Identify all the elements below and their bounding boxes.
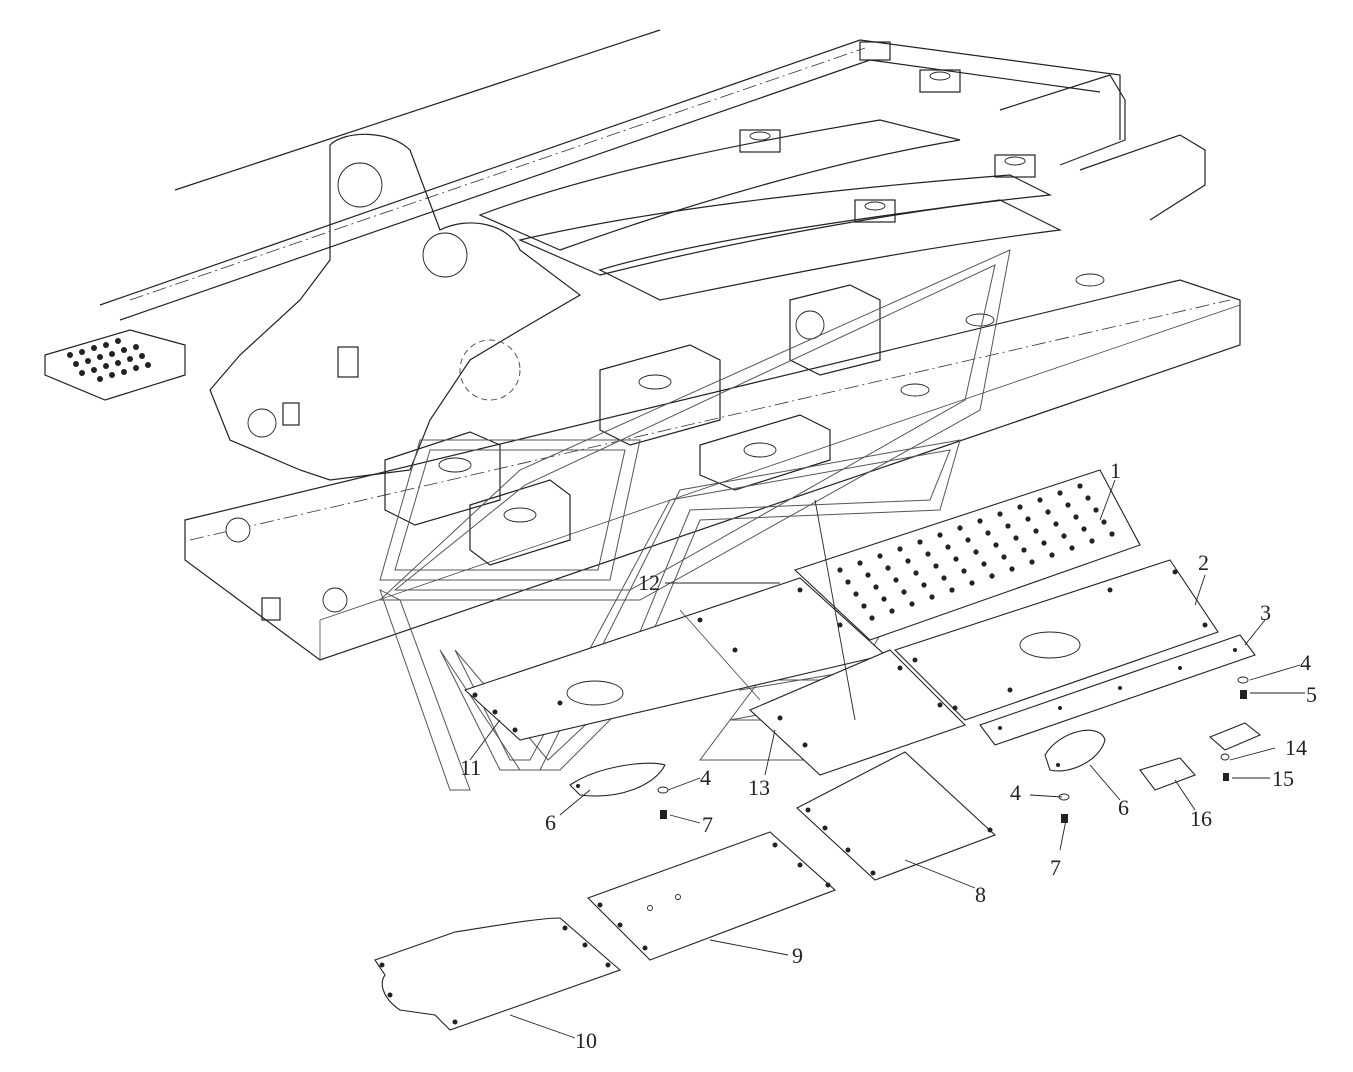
main-frame	[44, 29, 1241, 661]
part-3-strip	[979, 634, 1256, 746]
part-6-oval-cover-right	[1044, 729, 1106, 772]
callout-1: 1	[1110, 458, 1121, 483]
leader-lines	[469, 479, 1305, 1039]
callout-15: 15	[1272, 766, 1294, 791]
part-8-plate	[796, 751, 997, 881]
callout-4-left: 4	[700, 765, 711, 790]
part-10-plate	[374, 917, 622, 1031]
callout-2: 2	[1198, 550, 1209, 575]
part-14-small-plate	[1208, 722, 1262, 751]
callout-4-mid: 4	[1010, 780, 1021, 805]
part-6-oval-cover-left	[569, 762, 666, 797]
part-11-12-large-plate	[463, 577, 887, 741]
callout-9: 9	[792, 943, 803, 968]
callout-13: 13	[748, 775, 770, 800]
part-16-small-plate	[1139, 757, 1196, 791]
part-1-perforated-plate	[793, 469, 1141, 641]
callout-7-left: 7	[702, 812, 713, 837]
callout-16: 16	[1190, 806, 1212, 831]
fasteners	[657, 676, 1249, 823]
part-2-cover-plate	[893, 559, 1219, 721]
part-13-plate	[749, 649, 967, 776]
callout-6-left: 6	[545, 810, 556, 835]
part-9-plate	[586, 831, 837, 961]
callout-4-right: 4	[1300, 650, 1311, 675]
callout-8: 8	[975, 882, 986, 907]
callout-11: 11	[460, 755, 481, 780]
callout-3: 3	[1260, 600, 1271, 625]
callout-14: 14	[1285, 735, 1307, 760]
callout-labels: 1 2 3 4 5 6 7 8 9 10 11 12 13 14 15 16 4…	[460, 458, 1317, 1053]
callout-12: 12	[638, 570, 660, 595]
callout-7-right: 7	[1050, 855, 1061, 880]
callout-5: 5	[1306, 682, 1317, 707]
callout-6-right: 6	[1118, 795, 1129, 820]
callout-10: 10	[575, 1028, 597, 1053]
